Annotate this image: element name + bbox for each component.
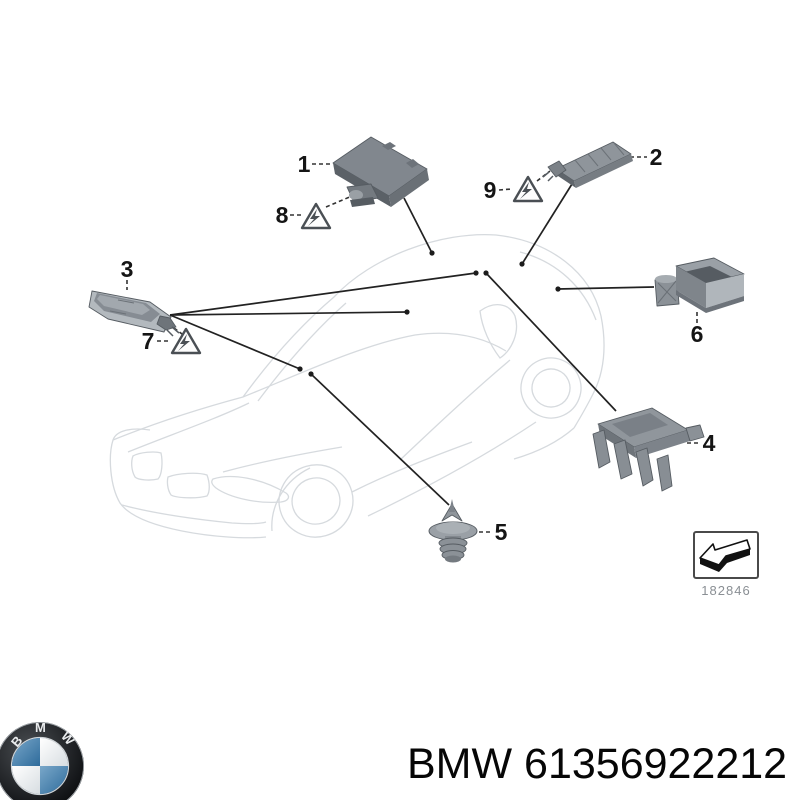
warning-triangle-8: [300, 202, 332, 230]
bmw-roundel-icon: B M W: [0, 720, 84, 800]
part-holder-bracket-with-clip: [654, 257, 745, 313]
bmw-z4-body-outline-icon: [109, 233, 605, 539]
callout-label-6: 6: [691, 321, 704, 347]
callout-label-7: 7: [142, 328, 155, 354]
callout-label-9: 9: [484, 177, 497, 203]
callout-label-1: 1: [298, 151, 311, 177]
warning-triangle-9: [512, 175, 544, 203]
warning-triangle-7: [170, 327, 202, 355]
stamp-number: 182846: [701, 583, 750, 598]
callout-labels: 1 2 3 4 5 6 7 8 9: [121, 144, 716, 545]
part-antenna-amplifier-side: [88, 290, 180, 337]
callout-label-5: 5: [495, 519, 508, 545]
diagram-stamp: 182846: [693, 531, 759, 598]
part-antenna-amplifier-rear: [542, 141, 633, 188]
callout-label-8: 8: [276, 202, 289, 228]
callout-label-2: 2: [650, 144, 663, 170]
callout-label-3: 3: [121, 256, 134, 282]
part-expanding-rivet-clip: [428, 499, 478, 563]
part-number-title: BMW 61356922212: [407, 740, 788, 788]
part-antenna-control-module: [332, 136, 429, 207]
callout-label-4: 4: [703, 430, 716, 456]
part-cable-comb-bracket: [592, 407, 705, 492]
3d-arrow-down-left-icon: [699, 539, 751, 572]
logo-letter-m: M: [35, 720, 46, 735]
callout-lines: [126, 156, 700, 533]
